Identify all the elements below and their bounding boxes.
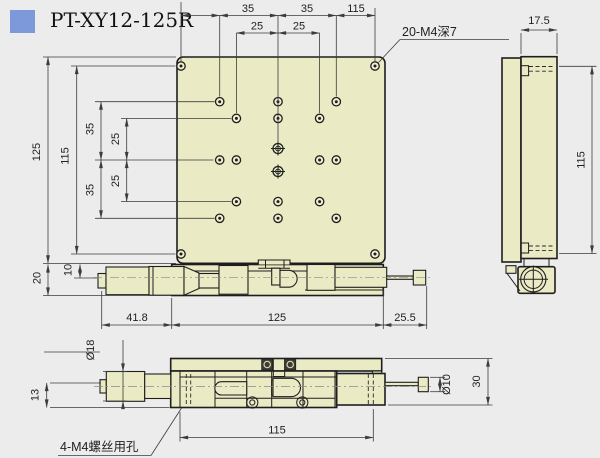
dim-front-25-5: 25.5	[394, 312, 415, 324]
m4-hole	[331, 155, 342, 165]
dim-top-115: 115	[347, 3, 365, 15]
header: PT-XY12-125R	[10, 8, 194, 33]
m4-hole	[331, 96, 342, 107]
anchor-tab	[505, 265, 517, 274]
dim-side-17-5: 17.5	[528, 15, 549, 27]
dim-front-10: 10	[63, 264, 75, 276]
dim-bottom-115: 115	[268, 425, 286, 437]
screw-hole	[246, 396, 259, 409]
m4-hole	[231, 196, 242, 207]
dim-left-125: 125	[31, 143, 43, 161]
dim-left-25-up: 25	[110, 133, 122, 145]
m4-hole	[314, 113, 325, 124]
dim-front-20: 20	[32, 272, 44, 284]
top-view	[176, 56, 386, 265]
dim-bottom-13: 13	[30, 389, 42, 401]
bottom-right-block	[335, 372, 386, 406]
dim-left-35-down: 35	[85, 184, 97, 196]
micrometer-barrel	[105, 266, 150, 296]
bottom-view	[94, 357, 434, 409]
micrometer-spindle	[198, 272, 220, 289]
spring-rod	[384, 381, 419, 387]
slot-screw	[261, 358, 274, 371]
dim-front-41-8: 41.8	[126, 312, 147, 324]
m4-hole	[231, 113, 242, 124]
dim-bottom-dia18: Ø18	[85, 340, 97, 361]
dim-left-25-down: 25	[110, 175, 122, 187]
m4-hole-pattern	[176, 61, 380, 259]
brand-color-swatch	[10, 10, 35, 33]
front-view	[93, 259, 431, 297]
dim-top-35-left: 35	[242, 3, 254, 15]
dims-bottom-view: Ø18 13 115 Ø10 30 4-M4螺丝用孔	[30, 340, 493, 456]
m4-hole	[231, 155, 242, 165]
sleeve	[334, 266, 388, 288]
note-20-m4: 20-M4深7	[402, 25, 457, 39]
drive-nut-bottom	[272, 377, 302, 398]
dims-top-view: 35 35 115 25 25 125 115 35 35 25 25 20-M…	[31, 2, 509, 264]
center-tab	[257, 259, 291, 265]
dims-front-view: 20 10 41.8 125 25.5	[32, 264, 428, 329]
micrometer-head-x	[97, 264, 249, 297]
side-body	[520, 55, 558, 260]
m4-hole	[331, 213, 342, 224]
m4-hole	[370, 61, 380, 71]
dim-bottom-30: 30	[471, 375, 483, 387]
spindle-clamp	[218, 264, 249, 295]
m4-hole	[273, 213, 283, 224]
dim-side-115: 115	[576, 151, 588, 169]
screw-hole	[296, 396, 309, 409]
dim-top-35-right: 35	[301, 3, 313, 15]
m4-hole	[176, 61, 186, 71]
model-title: PT-XY12-125R	[50, 8, 194, 32]
dim-left-35-up: 35	[85, 123, 97, 135]
m4-hole	[176, 249, 186, 259]
dim-top-25-right: 25	[293, 21, 305, 33]
micrometer-thimble	[148, 265, 185, 296]
dim-bottom-dia10: Ø10	[441, 374, 453, 395]
center-hole	[271, 164, 285, 179]
t-slot-stem	[271, 267, 281, 286]
dim-left-115: 115	[60, 147, 72, 165]
rod-end-cap	[417, 376, 429, 393]
drive-nut	[279, 269, 298, 288]
note-4-m4: 4-M4螺丝用孔	[60, 440, 139, 454]
spring-slot	[214, 381, 248, 396]
bottom-body	[169, 370, 338, 409]
m4-hole	[314, 196, 325, 207]
m4-hole	[314, 155, 325, 165]
bottom-top-bar	[169, 357, 383, 372]
side-plate-thin	[501, 57, 522, 263]
dims-side-view: 17.5 115	[520, 15, 597, 254]
side-view	[501, 55, 558, 295]
m4-hole	[273, 196, 283, 207]
dim-top-25-left: 25	[251, 21, 263, 33]
m4-hole	[214, 96, 225, 107]
slot-screw	[284, 358, 297, 371]
m4-hole	[370, 249, 380, 259]
micrometer-cap	[97, 272, 107, 289]
center-hole	[271, 141, 285, 156]
m4-hole	[214, 213, 225, 224]
m4-hole	[214, 155, 225, 165]
dim-front-125: 125	[268, 312, 286, 324]
